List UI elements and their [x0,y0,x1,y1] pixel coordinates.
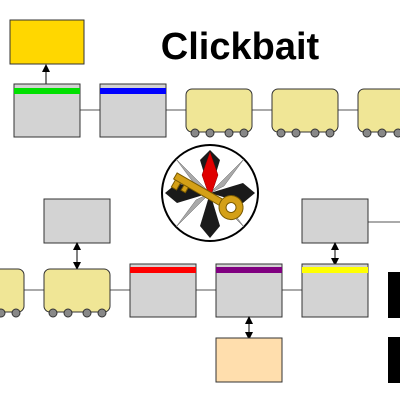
cart-icon[interactable] [43,268,111,318]
accent-bar-yellow [302,267,368,273]
module-blue[interactable] [99,83,167,138]
module-purple[interactable] [215,263,283,318]
cart-icon[interactable] [185,88,253,138]
module-red[interactable] [129,263,197,318]
page-title: Clickbait [160,26,320,68]
accent-bar-green [14,88,80,94]
cart-icon[interactable] [271,88,339,138]
accent-bar-purple [216,267,282,273]
output-box[interactable] [215,337,283,383]
header-box[interactable] [9,19,85,65]
helper-box-left[interactable] [43,198,111,244]
helper-box-right[interactable] [301,198,369,244]
accent-bar-red [130,267,196,273]
accent-bar-blue [100,88,166,94]
cart-icon[interactable] [357,88,400,138]
cart-icon[interactable] [0,268,25,318]
module-green[interactable] [13,83,81,138]
black-block [388,337,400,383]
black-block [388,272,400,318]
module-yellow[interactable] [301,263,369,318]
compass-star-key-icon[interactable] [161,144,259,242]
